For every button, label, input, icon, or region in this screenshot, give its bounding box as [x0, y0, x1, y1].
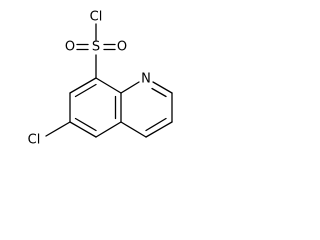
- bond-c5-c6: [69, 121, 97, 138]
- atom-sulfur: S: [92, 40, 100, 55]
- atom-oxygen-right: O: [117, 40, 127, 55]
- bond-c4a-c5: [95, 121, 122, 138]
- bond-n1-c2: [152, 81, 173, 94]
- bond-n1-c2-inner: [151, 87, 167, 98]
- atom-oxygen-left: O: [65, 40, 75, 55]
- atom-cl-sulfonyl: Cl: [90, 10, 103, 25]
- bond-c8a-n1: [120, 81, 140, 94]
- bond-c8-c8a: [95, 77, 122, 94]
- bond-c4-c4a: [120, 121, 147, 138]
- bond-c5-c6-inner: [74, 117, 97, 132]
- bond-c7-c8: [69, 77, 97, 94]
- bond-c3-c4: [145, 121, 173, 138]
- atom-cl-ring: Cl: [28, 133, 41, 148]
- bond-c6-cl: [45, 121, 71, 137]
- bond-c3-c4-inner: [145, 117, 167, 132]
- chemical-structure: Cl S O O N Cl: [28, 10, 173, 148]
- bond-c7-c8-inner: [74, 83, 97, 98]
- atom-nitrogen: N: [141, 72, 151, 87]
